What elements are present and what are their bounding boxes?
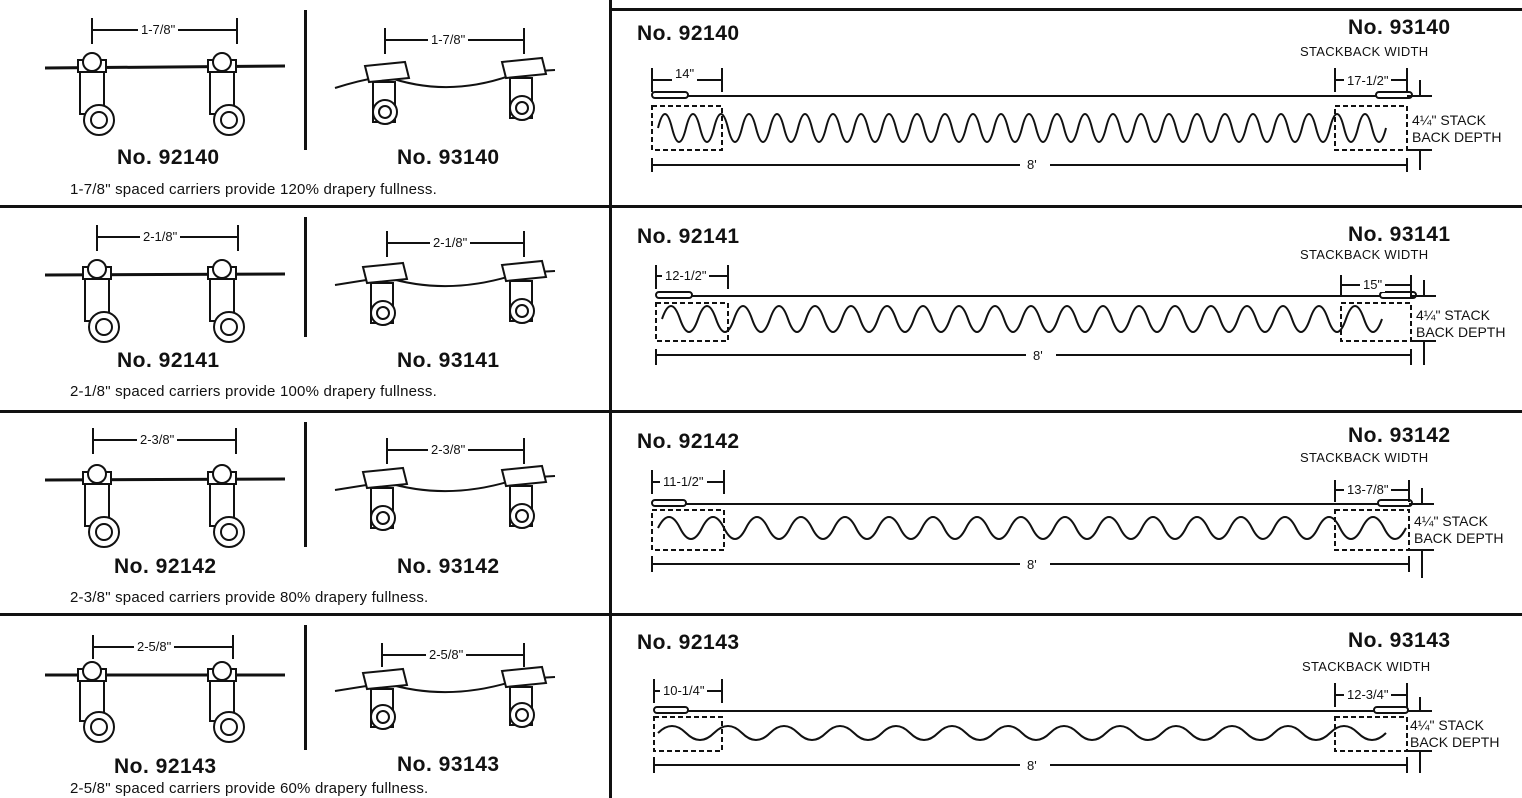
- row-top-rule: [0, 205, 1522, 208]
- round-carrier-icon: [45, 635, 285, 743]
- fullness-caption: 1-7/8" spaced carriers provide 120% drap…: [70, 181, 437, 198]
- stackback-width-label: STACKBACK WIDTH: [1300, 450, 1429, 465]
- square-carrier-icon: [334, 231, 556, 326]
- fullness-caption: 2-3/8" spaced carriers provide 80% drape…: [70, 589, 429, 606]
- drapery-fold-icon: [653, 679, 1432, 773]
- track-length: 8': [1024, 158, 1040, 172]
- track-code-a: No. 92141: [637, 225, 740, 248]
- track-code-a: No. 92143: [637, 631, 740, 654]
- spacing-label-a: 2-1/8": [140, 230, 181, 244]
- carrier-divider: [304, 625, 307, 750]
- track-length: 8': [1024, 759, 1040, 773]
- code-a: No. 92140: [117, 146, 220, 169]
- code-b: No. 93141: [397, 349, 500, 372]
- code-b: No. 93143: [397, 753, 500, 776]
- square-carrier-icon: [334, 438, 556, 531]
- track-code-b: No. 93141: [1348, 223, 1451, 246]
- carrier-row-1: 1-7/8" 1-7/8" No. 92140 No. 93140 1-7/8"…: [0, 0, 1522, 205]
- code-b: No. 93140: [397, 146, 500, 169]
- stack-depth-label: 4¼" STACK BACK DEPTH: [1412, 112, 1502, 145]
- spacing-label-b: 2-5/8": [426, 648, 467, 662]
- carrier-divider: [304, 422, 307, 547]
- stackback-right-dim: 17-1/2": [1344, 74, 1392, 88]
- track-code-a: No. 92140: [637, 22, 740, 45]
- spacing-label-b: 1-7/8": [428, 33, 469, 47]
- spacing-label-a: 2-5/8": [134, 640, 175, 654]
- stackback-width-label: STACKBACK WIDTH: [1302, 659, 1431, 674]
- round-carrier-icon: [44, 225, 286, 343]
- spacing-label-a: 1-7/8": [138, 23, 179, 37]
- stackback-right-dim: 13-7/8": [1344, 483, 1392, 497]
- code-b: No. 93142: [397, 555, 500, 578]
- row-top-rule: [0, 613, 1522, 616]
- stack-depth-label: 4¼" STACK BACK DEPTH: [1414, 513, 1504, 546]
- fullness-caption: 2-5/8" spaced carriers provide 60% drape…: [70, 780, 429, 797]
- stackback-left-dim: 12-1/2": [662, 269, 710, 283]
- code-a: No. 92141: [117, 349, 220, 372]
- code-a: No. 92142: [114, 555, 217, 578]
- carrier-row-3: 2-3/8" 2-3/8" No. 92142 No. 93142 2-3/8"…: [0, 410, 1522, 613]
- carrier-divider: [304, 217, 307, 337]
- spacing-label-b: 2-3/8": [428, 443, 469, 457]
- stackback-left-dim: 10-1/4": [660, 684, 708, 698]
- square-carrier-icon: [334, 28, 556, 125]
- code-a: No. 92143: [114, 755, 217, 778]
- round-carrier-icon: [44, 18, 286, 136]
- spacing-label-b: 2-1/8": [430, 236, 471, 250]
- drapery-fold-icon: [651, 470, 1434, 578]
- track-length: 8': [1030, 349, 1046, 363]
- stack-depth-label: 4¼" STACK BACK DEPTH: [1416, 307, 1506, 340]
- stackback-width-label: STACKBACK WIDTH: [1300, 247, 1429, 262]
- carrier-row-2: 2-1/8" 2-1/8" No. 92141 No. 93141 2-1/8"…: [0, 205, 1522, 410]
- row-top-rule: [612, 8, 1522, 11]
- stackback-width-label: STACKBACK WIDTH: [1300, 44, 1429, 59]
- row-top-rule: [0, 410, 1522, 413]
- drapery-fold-icon: [655, 265, 1436, 365]
- stackback-left-dim: 14": [672, 67, 698, 81]
- track-length: 8': [1024, 558, 1040, 572]
- track-code-b: No. 93140: [1348, 16, 1451, 39]
- drapery-fold-icon: [651, 68, 1432, 172]
- track-code-a: No. 92142: [637, 430, 740, 453]
- stackback-left-dim: 11-1/2": [660, 475, 707, 489]
- carrier-divider: [304, 10, 307, 150]
- carrier-row-4: 2-5/8" 2-5/8" No. 92143 No. 93143 2-5/8"…: [0, 613, 1522, 798]
- spacing-label-a: 2-3/8": [137, 433, 178, 447]
- stackback-right-dim: 12-3/4": [1344, 688, 1392, 702]
- fullness-caption: 2-1/8" spaced carriers provide 100% drap…: [70, 383, 437, 400]
- stackback-right-dim: 15": [1360, 278, 1386, 292]
- main-column-divider: [609, 0, 612, 798]
- track-code-b: No. 93143: [1348, 629, 1451, 652]
- stack-depth-label: 4¼" STACK BACK DEPTH: [1410, 717, 1500, 750]
- track-code-b: No. 93142: [1348, 424, 1451, 447]
